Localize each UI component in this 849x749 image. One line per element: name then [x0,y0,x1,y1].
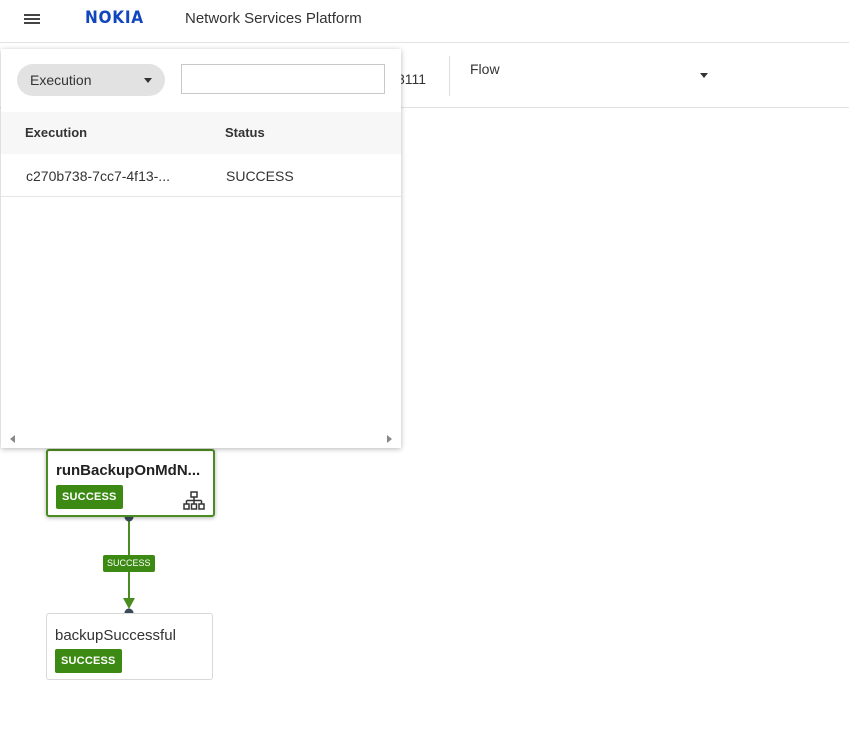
hamburger-menu-icon[interactable] [19,9,45,29]
flow-node-backup-successful[interactable]: backupSuccessful SUCCESS [46,613,213,680]
table-row[interactable]: c270b738-7cc7-4f13-... SUCCESS [1,154,401,197]
edge-status-label: SUCCESS [103,555,155,572]
node-title: runBackupOnMdN... [56,462,201,479]
toolbar-divider [449,56,450,96]
horizontal-scrollbar[interactable] [1,432,401,448]
edge-arrowhead [123,598,135,609]
scroll-left-icon[interactable] [10,435,15,443]
app-title: Network Services Platform [185,10,362,27]
status-badge: SUCCESS [56,485,123,509]
execution-picker-popup: Execution Execution Status c270b738-7cc7… [1,49,401,448]
column-header-execution[interactable]: Execution [25,125,88,140]
chevron-down-icon [700,73,708,78]
filter-field-value: Execution [30,72,92,88]
app-header: NOKIA Network Services Platform [0,0,849,43]
scroll-right-icon[interactable] [387,435,392,443]
search-input[interactable] [181,64,385,94]
flow-node-run-backup[interactable]: runBackupOnMdN... SUCCESS [46,449,215,517]
status-cell: SUCCESS [226,168,294,184]
execution-id-cell: c270b738-7cc7-4f13-... [26,168,170,184]
node-title: backupSuccessful [55,627,176,644]
nokia-logo: NOKIA [85,8,144,28]
filter-field-select[interactable]: Execution [17,64,165,96]
view-mode-select[interactable]: Flow [470,61,712,85]
chevron-down-icon [144,78,152,83]
execution-id-text: 8111 [397,71,427,87]
status-badge: SUCCESS [55,649,122,673]
table-header: Execution Status [1,112,401,154]
subflow-icon[interactable] [183,491,205,511]
view-mode-value: Flow [470,61,500,77]
column-header-status[interactable]: Status [225,125,265,140]
